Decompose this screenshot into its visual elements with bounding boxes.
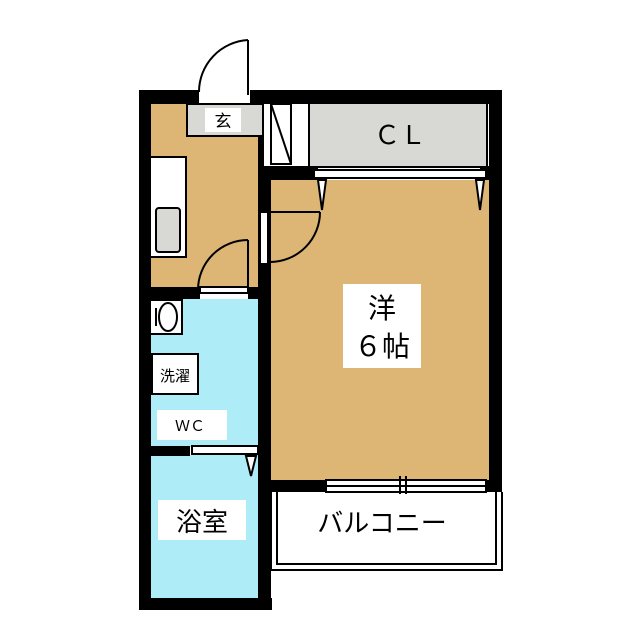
balcony-window[interactable] [325,476,487,494]
closet-outline [308,102,488,168]
closet-floor [309,103,487,167]
closet-label: ＣＬ [374,121,426,151]
room-label-line2: ６帖 [354,330,410,363]
washing-machine [151,353,199,395]
shoe-box [270,103,292,165]
wash-basin [149,299,183,335]
closet-doors [313,169,487,211]
bathroom-door[interactable] [191,445,259,477]
kitchen-counter [149,156,187,258]
walls [139,90,502,610]
entrance-door[interactable] [197,39,249,95]
room-label-line1: 洋 [368,292,396,325]
bathroom-label-bg [158,500,246,540]
bathroom-label: 浴室 [176,508,228,538]
balcony-label: バルコニー [317,509,446,539]
toilet-label-bg [157,410,227,440]
washroom-door[interactable] [197,239,249,294]
room-label-bg [343,284,421,368]
entrance-label-bg [205,108,241,132]
toilet-label: ＷＣ [175,417,205,435]
balcony [270,492,503,571]
entrance-label: 玄 [215,112,232,132]
room-door[interactable] [259,211,321,265]
washing-machine-label: 洗濯 [160,367,190,385]
